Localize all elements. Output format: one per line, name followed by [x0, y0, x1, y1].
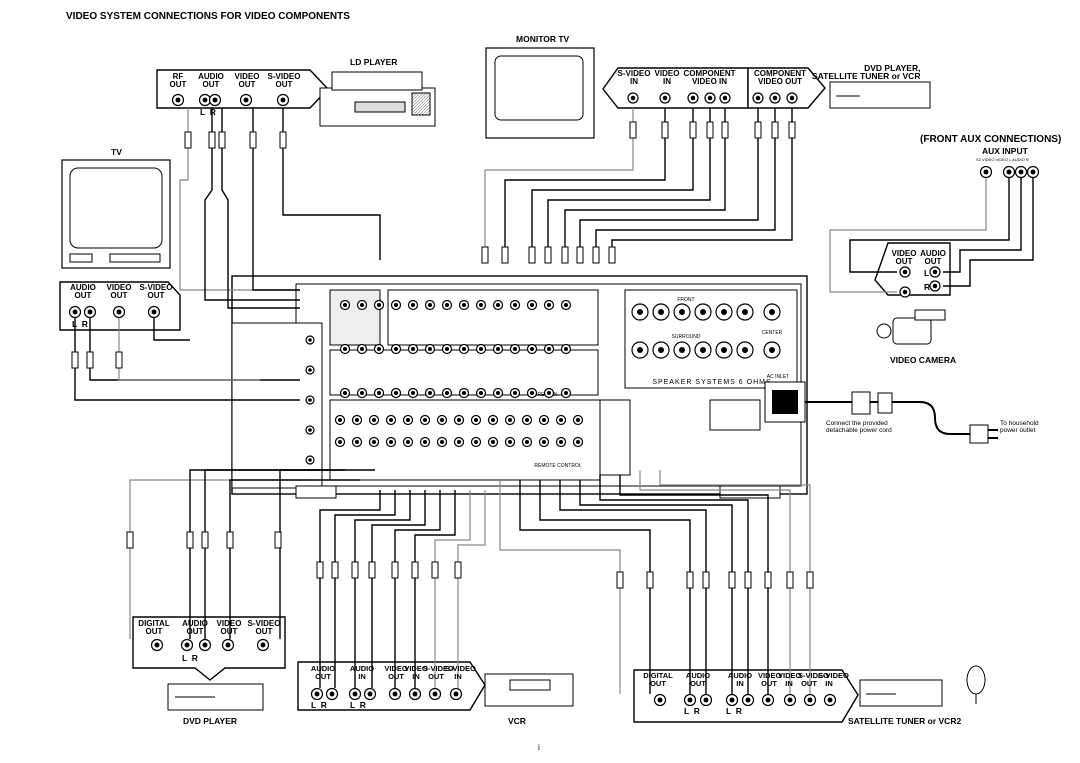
dvd-top-label: DVD PLAYER, SATELLITE TUNER or VCR	[812, 63, 921, 81]
port-label: S-VIDEO IN	[617, 69, 651, 86]
port-label: DIGITAL OUT	[138, 619, 170, 636]
port-label: VIDEO OUT	[216, 619, 242, 636]
ac-inlet-label: AC INLET	[767, 374, 790, 380]
ld-player-panel	[156, 69, 436, 127]
receiver-jack-array	[305, 299, 584, 465]
plug-group	[71, 121, 814, 589]
port-label: VIDEO OUT	[106, 283, 132, 300]
port-label: COMPONENT VIDEO IN	[683, 69, 736, 86]
lr-label: L R	[182, 653, 198, 663]
page-title: VIDEO SYSTEM CONNECTIONS FOR VIDEO COMPO…	[66, 11, 350, 22]
front-label: FRONT	[677, 297, 694, 303]
aux-jack-labels: S2 VIDEO VIDEO L AUDIO R	[976, 157, 1029, 162]
port-label: VIDEO OUT	[758, 671, 782, 688]
port-label: DIGITAL OUT	[643, 671, 673, 688]
port-label: AUDIO IN	[349, 664, 375, 681]
monitor-tv-panel	[485, 47, 931, 139]
video-camera	[892, 317, 932, 345]
port-label: VIDEO IN	[778, 671, 802, 688]
port-label: AUDIO OUT	[182, 619, 208, 636]
lr-label: L R	[200, 107, 216, 117]
receiver-rear-panel: SPEAKER SYSTEMS 6 OHMS FRONT SURROUND CE…	[231, 275, 808, 499]
tv-panel	[59, 159, 181, 331]
port-label: RF OUT	[169, 72, 187, 89]
vcr-panel	[297, 661, 574, 711]
lr-label: L R	[350, 700, 366, 710]
front-aux-title: (FRONT AUX CONNECTIONS)	[920, 134, 1062, 145]
port-label: S-VIDEO OUT	[798, 671, 829, 688]
lr-label: L R	[311, 700, 327, 710]
satellite-dish-icon	[966, 665, 986, 695]
speaker-terminal-group	[631, 303, 781, 359]
sat-tuner-unit	[859, 679, 943, 707]
dvd-player-panel	[132, 616, 286, 711]
lr-label: L	[924, 268, 930, 278]
dvd-player-label: DVD PLAYER	[183, 716, 238, 726]
port-label: VIDEO IN	[404, 664, 428, 681]
port-label: S-VIDEO IN	[445, 664, 476, 681]
aux-input-label: AUX INPUT	[982, 146, 1028, 156]
port-label: S-VIDEO OUT	[247, 619, 281, 636]
port-label: VIDEO OUT	[234, 72, 260, 89]
vcr-label: VCR	[508, 716, 526, 726]
port-label: AUDIO OUT	[685, 671, 711, 688]
tv-label: TV	[111, 147, 122, 157]
dvd-top-unit	[829, 81, 931, 109]
port-label: S-VIDEO OUT	[139, 283, 173, 300]
surround-label: SURROUND	[672, 334, 701, 340]
port-label: AUDIO OUT	[70, 283, 96, 300]
video-camera-label: VIDEO CAMERA	[890, 355, 957, 365]
lr-label: L R	[684, 706, 700, 716]
page-number: i	[538, 743, 540, 752]
port-label: AUDIO OUT	[198, 72, 224, 89]
port-label: VIDEO OUT	[384, 664, 408, 681]
power-outlet-note: To household power outlet	[1000, 420, 1039, 434]
port-label: S-VIDEO OUT	[423, 664, 454, 681]
sat-tuner-label: SATELLITE TUNER or VCR2	[848, 716, 962, 726]
power-connect-note: Connect the provided detachable power co…	[826, 420, 892, 434]
port-label: S-VIDEO IN	[818, 671, 849, 688]
port-label: VIDEO OUT	[891, 249, 917, 266]
port-label: VIDEO IN	[654, 69, 680, 86]
front-aux-panel	[874, 165, 1040, 345]
monitor-tv-label: MONITOR TV	[516, 34, 570, 44]
port-label: AUDIO IN	[727, 671, 753, 688]
port-label: AUDIO OUT	[920, 249, 946, 266]
port-label: COMPONENT VIDEO OUT	[754, 69, 806, 86]
cable-group	[74, 108, 1034, 694]
lr-label: R	[924, 282, 931, 292]
lr-label: L R	[726, 706, 742, 716]
power-cord	[805, 391, 998, 444]
lr-label: L R	[72, 319, 88, 329]
center-label: CENTER	[762, 330, 783, 336]
ld-player-label: LD PLAYER	[350, 57, 398, 67]
port-label: AUDIO OUT	[310, 664, 336, 681]
remote-label: REMOTE CONTROL	[534, 463, 581, 469]
speaker-label: SPEAKER SYSTEMS 6 OHMS	[652, 379, 771, 386]
video-jack-block	[329, 289, 381, 346]
port-label: S-VIDEO OUT	[267, 72, 301, 89]
